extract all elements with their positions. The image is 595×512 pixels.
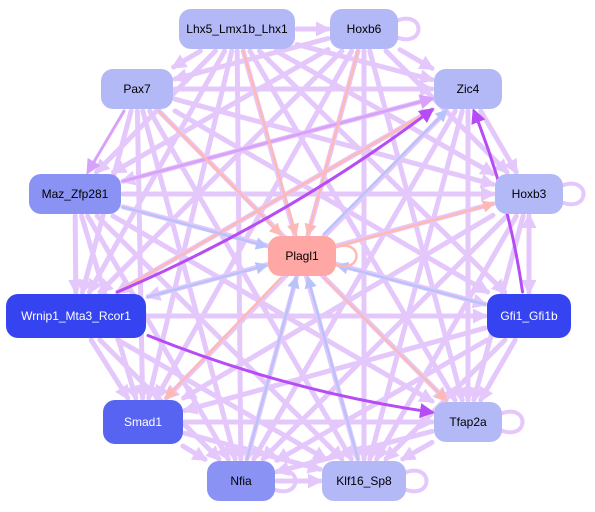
node-label-klf16: Klf16_Sp8: [336, 474, 392, 488]
node-label-plagl1: Plagl1: [285, 249, 319, 263]
edges-layer: [68, 21, 537, 489]
node-box-nfia: [207, 461, 275, 501]
node-pax7[interactable]: Pax7: [101, 69, 173, 109]
node-box-lhx5: [179, 9, 295, 49]
node-label-tfap2a: Tfap2a: [449, 415, 487, 429]
self-loop-hoxb3: [560, 181, 586, 207]
edge-tfap2a-to-nfia: [274, 428, 435, 476]
edge-plagl1-to-hoxb3: [336, 200, 496, 248]
node-box-wrnip1: [6, 294, 146, 338]
node-label-wrnip1: Wrnip1_Mta3_Rcor1: [21, 309, 131, 323]
node-gfi1[interactable]: Gfi1_Gfi1b: [487, 294, 571, 338]
edge-maz-to-nfia: [85, 213, 231, 462]
node-smad1[interactable]: Smad1: [103, 400, 183, 444]
edge-maz-to-plagl1: [121, 205, 269, 250]
self-loop-plagl1: [333, 244, 358, 268]
node-lhx5[interactable]: Lhx5_Lmx1b_Lhx1: [179, 9, 295, 49]
edge-smad1-to-nfia: [180, 443, 208, 462]
node-box-smad1: [103, 400, 183, 444]
edge-plagl1-to-smad1: [164, 276, 283, 400]
node-box-zic4: [434, 69, 502, 109]
edge-plagl1-to-tfap2a: [322, 276, 448, 402]
edge-gfi1-to-nfia: [274, 337, 490, 463]
edge-maz-to-zic4: [121, 94, 435, 183]
edge-lhx5-to-maz: [94, 48, 218, 175]
edge-wrnip1-to-plagl1: [146, 262, 269, 299]
edge-maz-to-tfap2a: [110, 213, 435, 404]
edge-lhx5-to-pax7: [171, 48, 203, 70]
edge-maz-to-wrnip1: [68, 213, 84, 295]
node-label-nfia: Nfia: [230, 474, 252, 488]
node-box-tfap2a: [434, 402, 502, 442]
edge-wrnip1-to-tfap2a: [146, 333, 435, 418]
edge-gfi1-to-tfap2a: [478, 337, 518, 403]
edge-tfap2a-to-klf16: [400, 439, 435, 462]
edge-pax7-to-gfi1: [172, 108, 491, 295]
node-box-plagl1: [268, 236, 336, 276]
self-loop-hoxb6: [395, 16, 421, 42]
node-zic4[interactable]: Zic4: [434, 69, 502, 109]
node-box-maz: [29, 174, 121, 214]
edge-pax7-to-klf16: [147, 108, 354, 462]
node-nfia[interactable]: Nfia: [207, 461, 275, 501]
self-loop-klf16: [403, 468, 429, 494]
node-tfap2a[interactable]: Tfap2a: [434, 402, 502, 442]
edge-wrnip1-to-zic4: [116, 108, 435, 294]
node-label-pax7: Pax7: [123, 82, 151, 96]
edge-wrnip1-to-nfia: [97, 337, 222, 462]
edge-wrnip1-to-zic4: [115, 108, 435, 294]
node-label-lhx5: Lhx5_Lmx1b_Lhx1: [186, 22, 288, 36]
edge-lhx5-to-gfi1: [256, 48, 508, 295]
edge-gfi1-to-plagl1: [335, 262, 487, 306]
edge-nfia-to-plagl1: [245, 275, 300, 461]
node-box-pax7: [101, 69, 173, 109]
self-loop-nfia: [272, 468, 298, 494]
edge-plagl1-to-zic4: [322, 109, 448, 236]
node-plagl1[interactable]: Plagl1: [268, 236, 336, 276]
node-label-hoxb3: Hoxb3: [512, 187, 547, 201]
node-wrnip1[interactable]: Wrnip1_Mta3_Rcor1: [6, 294, 146, 338]
node-label-gfi1: Gfi1_Gfi1b: [500, 309, 558, 323]
edge-pax7-to-smad1: [134, 108, 150, 401]
node-maz[interactable]: Maz_Zfp281: [29, 174, 121, 214]
node-hoxb6[interactable]: Hoxb6: [330, 9, 398, 49]
self-loop-tfap2a: [499, 409, 525, 435]
edge-lhx5-to-plagl1: [242, 49, 299, 237]
edge-hoxb6-to-pax7: [172, 36, 331, 84]
node-label-maz: Maz_Zfp281: [42, 187, 109, 201]
node-box-hoxb6: [330, 9, 398, 49]
edge-maz-to-klf16: [94, 213, 345, 462]
edge-klf16-to-plagl1: [304, 275, 360, 461]
node-label-smad1: Smad1: [124, 415, 162, 429]
edge-gfi1-to-smad1: [182, 325, 488, 415]
node-box-klf16: [322, 461, 406, 501]
edge-lhx5-to-tfap2a: [247, 48, 458, 403]
node-hoxb3[interactable]: Hoxb3: [495, 174, 563, 214]
node-label-hoxb6: Hoxb6: [347, 22, 382, 36]
self-loops-layer: [272, 16, 586, 494]
edge-hoxb3-to-smad1: [181, 212, 496, 401]
edge-hoxb6-to-plagl1: [304, 49, 360, 237]
edge-zic4-to-nfia: [251, 108, 458, 462]
edge-hoxb6-to-zic4: [397, 47, 435, 71]
node-box-hoxb3: [495, 174, 563, 214]
node-box-gfi1: [487, 294, 571, 338]
node-label-zic4: Zic4: [457, 82, 480, 96]
edge-pax7-to-maz: [86, 109, 126, 175]
edge-wrnip1-to-smad1: [88, 337, 131, 401]
node-klf16[interactable]: Klf16_Sp8: [322, 461, 406, 501]
